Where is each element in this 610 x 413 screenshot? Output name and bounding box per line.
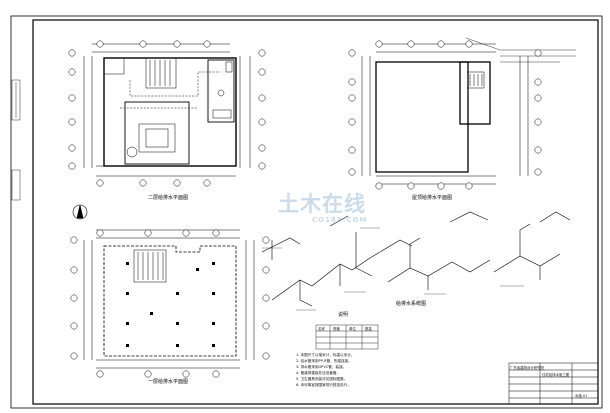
binding-strip xyxy=(11,79,21,201)
grid-bubbles-second xyxy=(68,40,266,187)
table-header-2: 规格 xyxy=(333,327,340,331)
note-line-2: 2. 给水管采用PP-R管，热熔连接。 xyxy=(296,359,352,363)
note-line-1: 1. 本图尺寸以毫米计，标高以米计。 xyxy=(296,353,355,357)
note-line-4: 4. 管道穿楼板处应设套管。 xyxy=(296,371,341,375)
note-line-3: 3. 排水管采用UPVC管，粘接。 xyxy=(296,365,347,369)
grid-bubbles-first xyxy=(70,229,270,378)
watermark-sub: CO188.COM xyxy=(312,216,368,224)
second-floor-plan xyxy=(83,43,251,177)
table-header-4: 数量 xyxy=(365,327,372,331)
notes-title: 说明 xyxy=(338,312,349,318)
table-header-1: 名称 xyxy=(318,327,325,331)
system-diagram-title: 给排水系统图 xyxy=(396,301,427,307)
column-dots xyxy=(126,262,215,347)
north-arrow xyxy=(72,204,88,220)
title-block-project: 住宅给排水施工图 xyxy=(542,373,570,377)
grid-bubbles-roof xyxy=(348,40,542,190)
title-block-sheet: 水施-01 xyxy=(575,394,588,398)
roof-plan-title: 屋顶给排水平面图 xyxy=(412,195,453,201)
first-floor-plan xyxy=(83,229,255,369)
watermark: 土木在线 CO188.COM xyxy=(278,188,367,224)
note-line-6: 6. 未尽事宜按国家现行规范执行。 xyxy=(296,383,351,387)
pipe-labels xyxy=(262,227,524,311)
inner-frame xyxy=(32,19,599,405)
title-block-company: 广东省建筑设计研究院 xyxy=(510,366,544,370)
note-line-5: 5. 卫生器具安装详见国标图集。 xyxy=(296,377,348,381)
roof-plan xyxy=(361,43,529,185)
title-block xyxy=(508,362,599,405)
first-floor-plan-title: 一层给排水平面图 xyxy=(148,379,189,385)
watermark-main: 土木在线 xyxy=(278,192,366,216)
second-floor-plan-title: 二层给排水平面图 xyxy=(148,195,189,201)
outer-frame xyxy=(10,15,603,409)
roof-annotation xyxy=(465,37,576,63)
table-header-3: 单位 xyxy=(349,327,356,331)
material-table xyxy=(315,324,379,350)
pipe-system-diagrams xyxy=(261,211,571,307)
